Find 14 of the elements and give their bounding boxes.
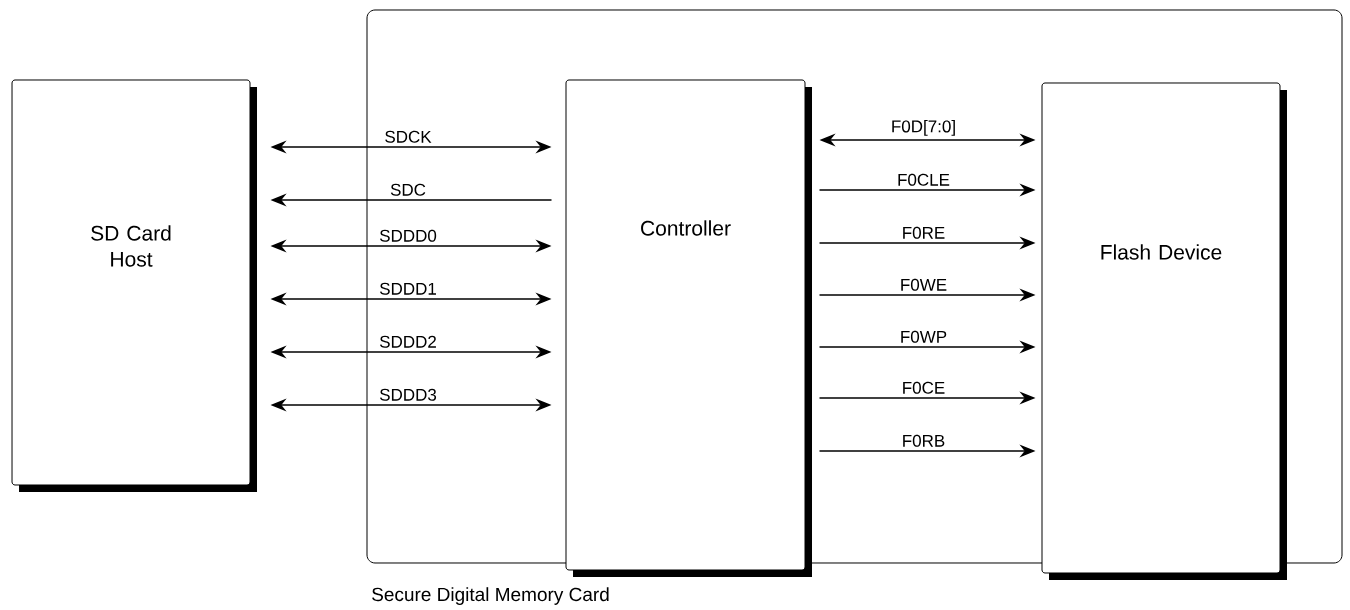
signal-label: F0WP [898, 329, 949, 344]
signal-label: SDDD2 [378, 334, 438, 349]
signal-label: F0CLE [896, 172, 951, 187]
signal-label: F0RE [900, 225, 947, 240]
signal-label: SDDD1 [378, 281, 438, 296]
signal-label: F0WE [898, 277, 949, 292]
signal-label: F0CE [900, 380, 947, 395]
signal-label: F0D[7:0] [889, 118, 958, 137]
signal-label: SDC [389, 182, 427, 197]
signal-label: SDDD3 [378, 387, 438, 402]
signal-label: SDDD0 [378, 228, 438, 243]
signal-label: SDCK [383, 129, 433, 144]
signal-label: F0RB [900, 433, 947, 448]
card-title: Secure Digital Memory Card [372, 587, 609, 605]
